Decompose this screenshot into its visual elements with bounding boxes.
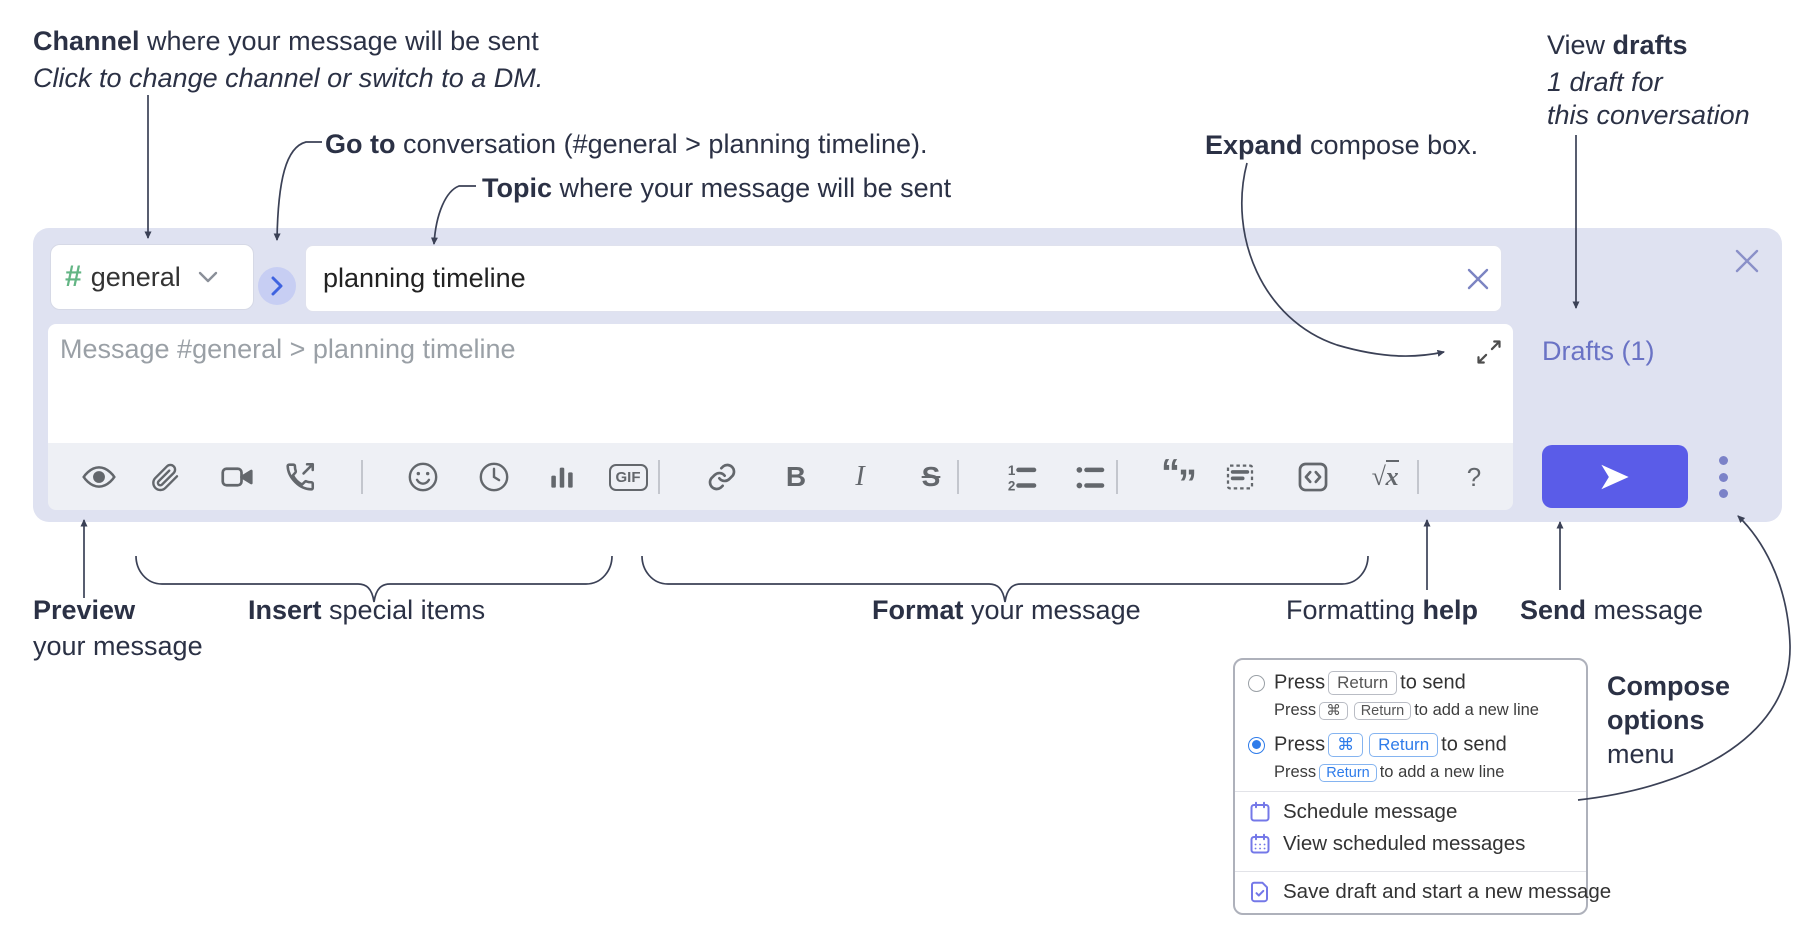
view-drafts-annotation: View drafts: [1547, 30, 1688, 60]
calendar-grid-icon: [1248, 832, 1272, 856]
compose-options-label-line3: menu: [1607, 739, 1675, 769]
link-icon[interactable]: [702, 457, 742, 497]
radio-selected-icon[interactable]: [1248, 736, 1265, 754]
format-label: Format your message: [872, 595, 1141, 625]
kbd-return: Return: [1328, 671, 1398, 695]
toolbar-divider: [1116, 460, 1118, 494]
view-drafts-annotation-line2: 1 draft for: [1547, 67, 1663, 97]
toolbar-divider: [1417, 460, 1419, 494]
poll-icon[interactable]: [542, 457, 582, 497]
channel-annotation-sub: Click to change channel or switch to a D…: [33, 63, 544, 93]
view-drafts-annotation-line3: this conversation: [1547, 100, 1750, 130]
send-label: Send message: [1520, 595, 1704, 625]
document-check-icon: [1248, 880, 1272, 904]
drafts-link[interactable]: Drafts (1): [1542, 336, 1655, 366]
preview-label-line2: your message: [33, 631, 203, 661]
video-call-icon[interactable]: [217, 457, 257, 497]
svg-text:1: 1: [1008, 463, 1016, 478]
formatting-help-icon[interactable]: ?: [1466, 461, 1482, 492]
bold-icon[interactable]: B: [785, 461, 807, 492]
chevron-right-icon: [271, 276, 283, 296]
schedule-message-item[interactable]: Schedule message: [1248, 800, 1457, 824]
compose-options-label-line1: Compose: [1607, 671, 1731, 701]
channel-hash-icon: #: [65, 260, 82, 293]
strikethrough-icon[interactable]: S: [921, 461, 941, 492]
kbd-return: Return: [1353, 701, 1412, 720]
bulleted-list-icon[interactable]: [1070, 457, 1110, 497]
attach-paperclip-icon[interactable]: [145, 457, 185, 497]
channel-selector[interactable]: # general: [50, 244, 254, 310]
goto-annotation: Go to conversation (#general > planning …: [325, 129, 928, 159]
topic-input[interactable]: planning timeline: [305, 245, 1502, 312]
message-input[interactable]: Message #general > planning timeline: [48, 324, 1513, 443]
compose-box: # general planning timeline Message #gen…: [33, 228, 1782, 522]
send-button[interactable]: [1542, 445, 1688, 508]
goto-conversation-button[interactable]: [258, 267, 296, 305]
expand-annotation: Expand compose box.: [1205, 130, 1479, 160]
compose-options-label-line2: options: [1607, 705, 1705, 735]
channel-annotation: Channel where your message will be sent: [33, 26, 539, 56]
svg-text:2: 2: [1008, 478, 1015, 493]
message-placeholder: Message #general > planning timeline: [60, 334, 516, 364]
radio-unselected-icon[interactable]: [1248, 674, 1265, 692]
toolbar-divider: [658, 460, 660, 494]
code-icon[interactable]: [1293, 457, 1333, 497]
kbd-cmd: ⌘: [1328, 733, 1364, 757]
chevron-down-icon: [197, 270, 219, 284]
topic-annotation: Topic where your message will be sent: [482, 173, 952, 203]
gif-icon[interactable]: GIF: [608, 457, 648, 497]
kbd-return: Return: [1319, 763, 1377, 782]
toolbar-divider: [361, 460, 363, 494]
math-icon[interactable]: √x: [1371, 460, 1399, 491]
kbd-cmd: ⌘: [1319, 701, 1348, 720]
preview-label: Preview: [33, 595, 136, 625]
italic-icon[interactable]: I: [855, 461, 865, 492]
calendar-icon: [1248, 800, 1272, 824]
close-compose-icon[interactable]: [1732, 246, 1762, 276]
view-scheduled-messages-item[interactable]: View scheduled messages: [1248, 832, 1525, 856]
insert-label: Insert special items: [248, 595, 486, 625]
quote-icon[interactable]: “”: [1161, 452, 1197, 505]
channel-name: general: [90, 261, 181, 292]
audio-call-icon[interactable]: [280, 457, 320, 497]
expand-compose-icon[interactable]: [1475, 338, 1503, 366]
popup-divider: [1235, 791, 1586, 792]
compose-options-menu-button[interactable]: [1714, 456, 1732, 498]
save-draft-item[interactable]: Save draft and start a new message: [1248, 880, 1611, 904]
spoiler-icon[interactable]: [1220, 457, 1260, 497]
kbd-return: Return: [1369, 733, 1439, 757]
send-plane-icon: [1601, 464, 1629, 489]
topic-clear-icon[interactable]: [1455, 266, 1501, 292]
time-icon[interactable]: [474, 457, 514, 497]
topic-value: planning timeline: [323, 263, 526, 293]
preview-eye-icon[interactable]: [79, 457, 119, 497]
emoji-icon[interactable]: [403, 457, 443, 497]
formatting-help-label: Formatting help: [1286, 595, 1479, 625]
goto-arrow: [273, 141, 322, 241]
popup-divider: [1235, 871, 1586, 872]
toolbar-divider: [957, 460, 959, 494]
